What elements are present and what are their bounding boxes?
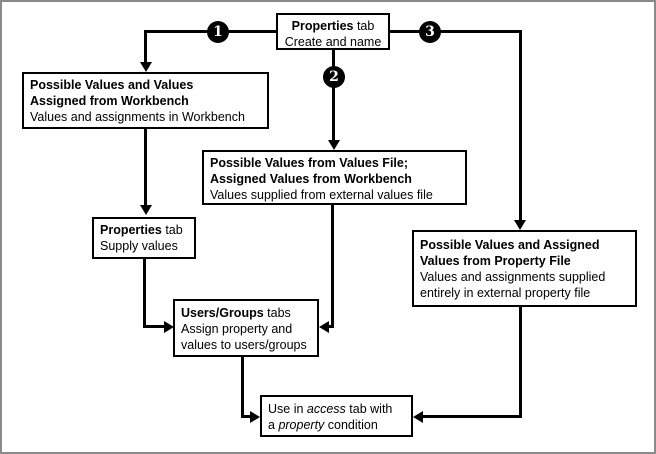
connector-valuesfile-to-users-v [331,205,334,328]
step-badge-3-label: 3 [425,24,435,40]
connector-supply-to-users-v [143,259,146,328]
node-properties-create: Properties tab Create and name [276,13,390,50]
node-users-groups: Users/Groups tabs Assign property and va… [173,299,319,357]
arrowhead-right-icon [250,411,260,423]
text-part: tab with [345,402,393,416]
node-subtitle-line2: entirely in external property file [420,286,591,300]
arrowhead-down-icon [328,140,340,150]
arrowhead-down-icon [140,205,152,215]
node-subtitle: Create and name [284,35,382,49]
node-access-condition: Use in access tab with a property condit… [260,395,413,437]
node-title-bold: Properties [100,223,162,237]
node-title-rest: tabs [263,306,291,320]
node-property-file: Possible Values and Assigned Values from… [412,230,637,307]
text-part-italic: property [278,418,325,432]
connector-create-to-valuesfile-v [332,50,335,141]
node-title-line1: Possible Values and Assigned [420,238,600,252]
arrowhead-right-icon [164,321,174,333]
step-badge-2-label: 2 [329,69,339,85]
text-part-italic: access [306,402,346,416]
node-title-line1: Possible Values and Values [30,78,194,92]
node-properties-supply: Properties tab Supply values [92,217,196,259]
node-title: Users/Groups tabs [181,305,311,321]
node-workbench-values: Possible Values and Values Assigned from… [22,72,269,129]
node-title-bold: Properties [291,19,354,33]
step-badge-3: 3 [419,21,441,43]
node-title-bold: Users/Groups [181,306,264,320]
node-subtitle-line1: Assign property and [181,322,293,336]
node-title-line2: Assigned Values from Workbench [210,172,412,186]
arrowhead-left-icon [319,321,329,333]
node-title: Properties tab [100,222,188,238]
node-values-file: Possible Values from Values File; Assign… [202,150,467,205]
node-title-line2: Values from Property File [420,254,571,268]
connector-users-to-access-v [241,355,244,418]
step-badge-2: 2 [323,66,345,88]
connector-create-to-workbench-v [144,30,147,63]
node-line2: a property condition [268,417,405,433]
arrowhead-down-icon [140,62,152,72]
node-title: Properties tab [284,18,382,34]
node-subtitle: Values supplied from external values fil… [210,188,433,202]
connector-users-to-access-h [241,415,253,418]
node-title-line1: Possible Values from Values File; [210,156,408,170]
arrowhead-left-icon [413,411,423,423]
connector-valuesfile-to-users-h [327,325,334,328]
connector-create-to-propertyfile-h [390,30,522,33]
node-title-line2: Assigned from Workbench [30,94,189,108]
text-part: Use in [268,402,307,416]
node-title-rest: tab [353,19,375,33]
node-title-rest: tab [161,223,183,237]
text-part: a [268,418,279,432]
arrowhead-down-icon [514,220,526,230]
node-subtitle-line1: Values and assignments supplied [420,270,606,284]
node-subtitle: Values and assignments in Workbench [30,110,245,124]
text-part: condition [324,418,378,432]
step-badge-1: 1 [207,21,229,43]
connector-create-to-propertyfile-v [519,30,522,221]
node-subtitle-line2: values to users/groups [181,338,307,352]
connector-supply-to-users-h [143,325,166,328]
node-line1: Use in access tab with [268,401,405,417]
step-badge-1-label: 1 [213,24,223,40]
connector-propertyfile-to-access-h [422,415,522,418]
node-subtitle: Supply values [100,239,178,253]
connector-workbench-to-supply-v [144,129,147,206]
connector-propertyfile-to-access-v [519,307,522,418]
